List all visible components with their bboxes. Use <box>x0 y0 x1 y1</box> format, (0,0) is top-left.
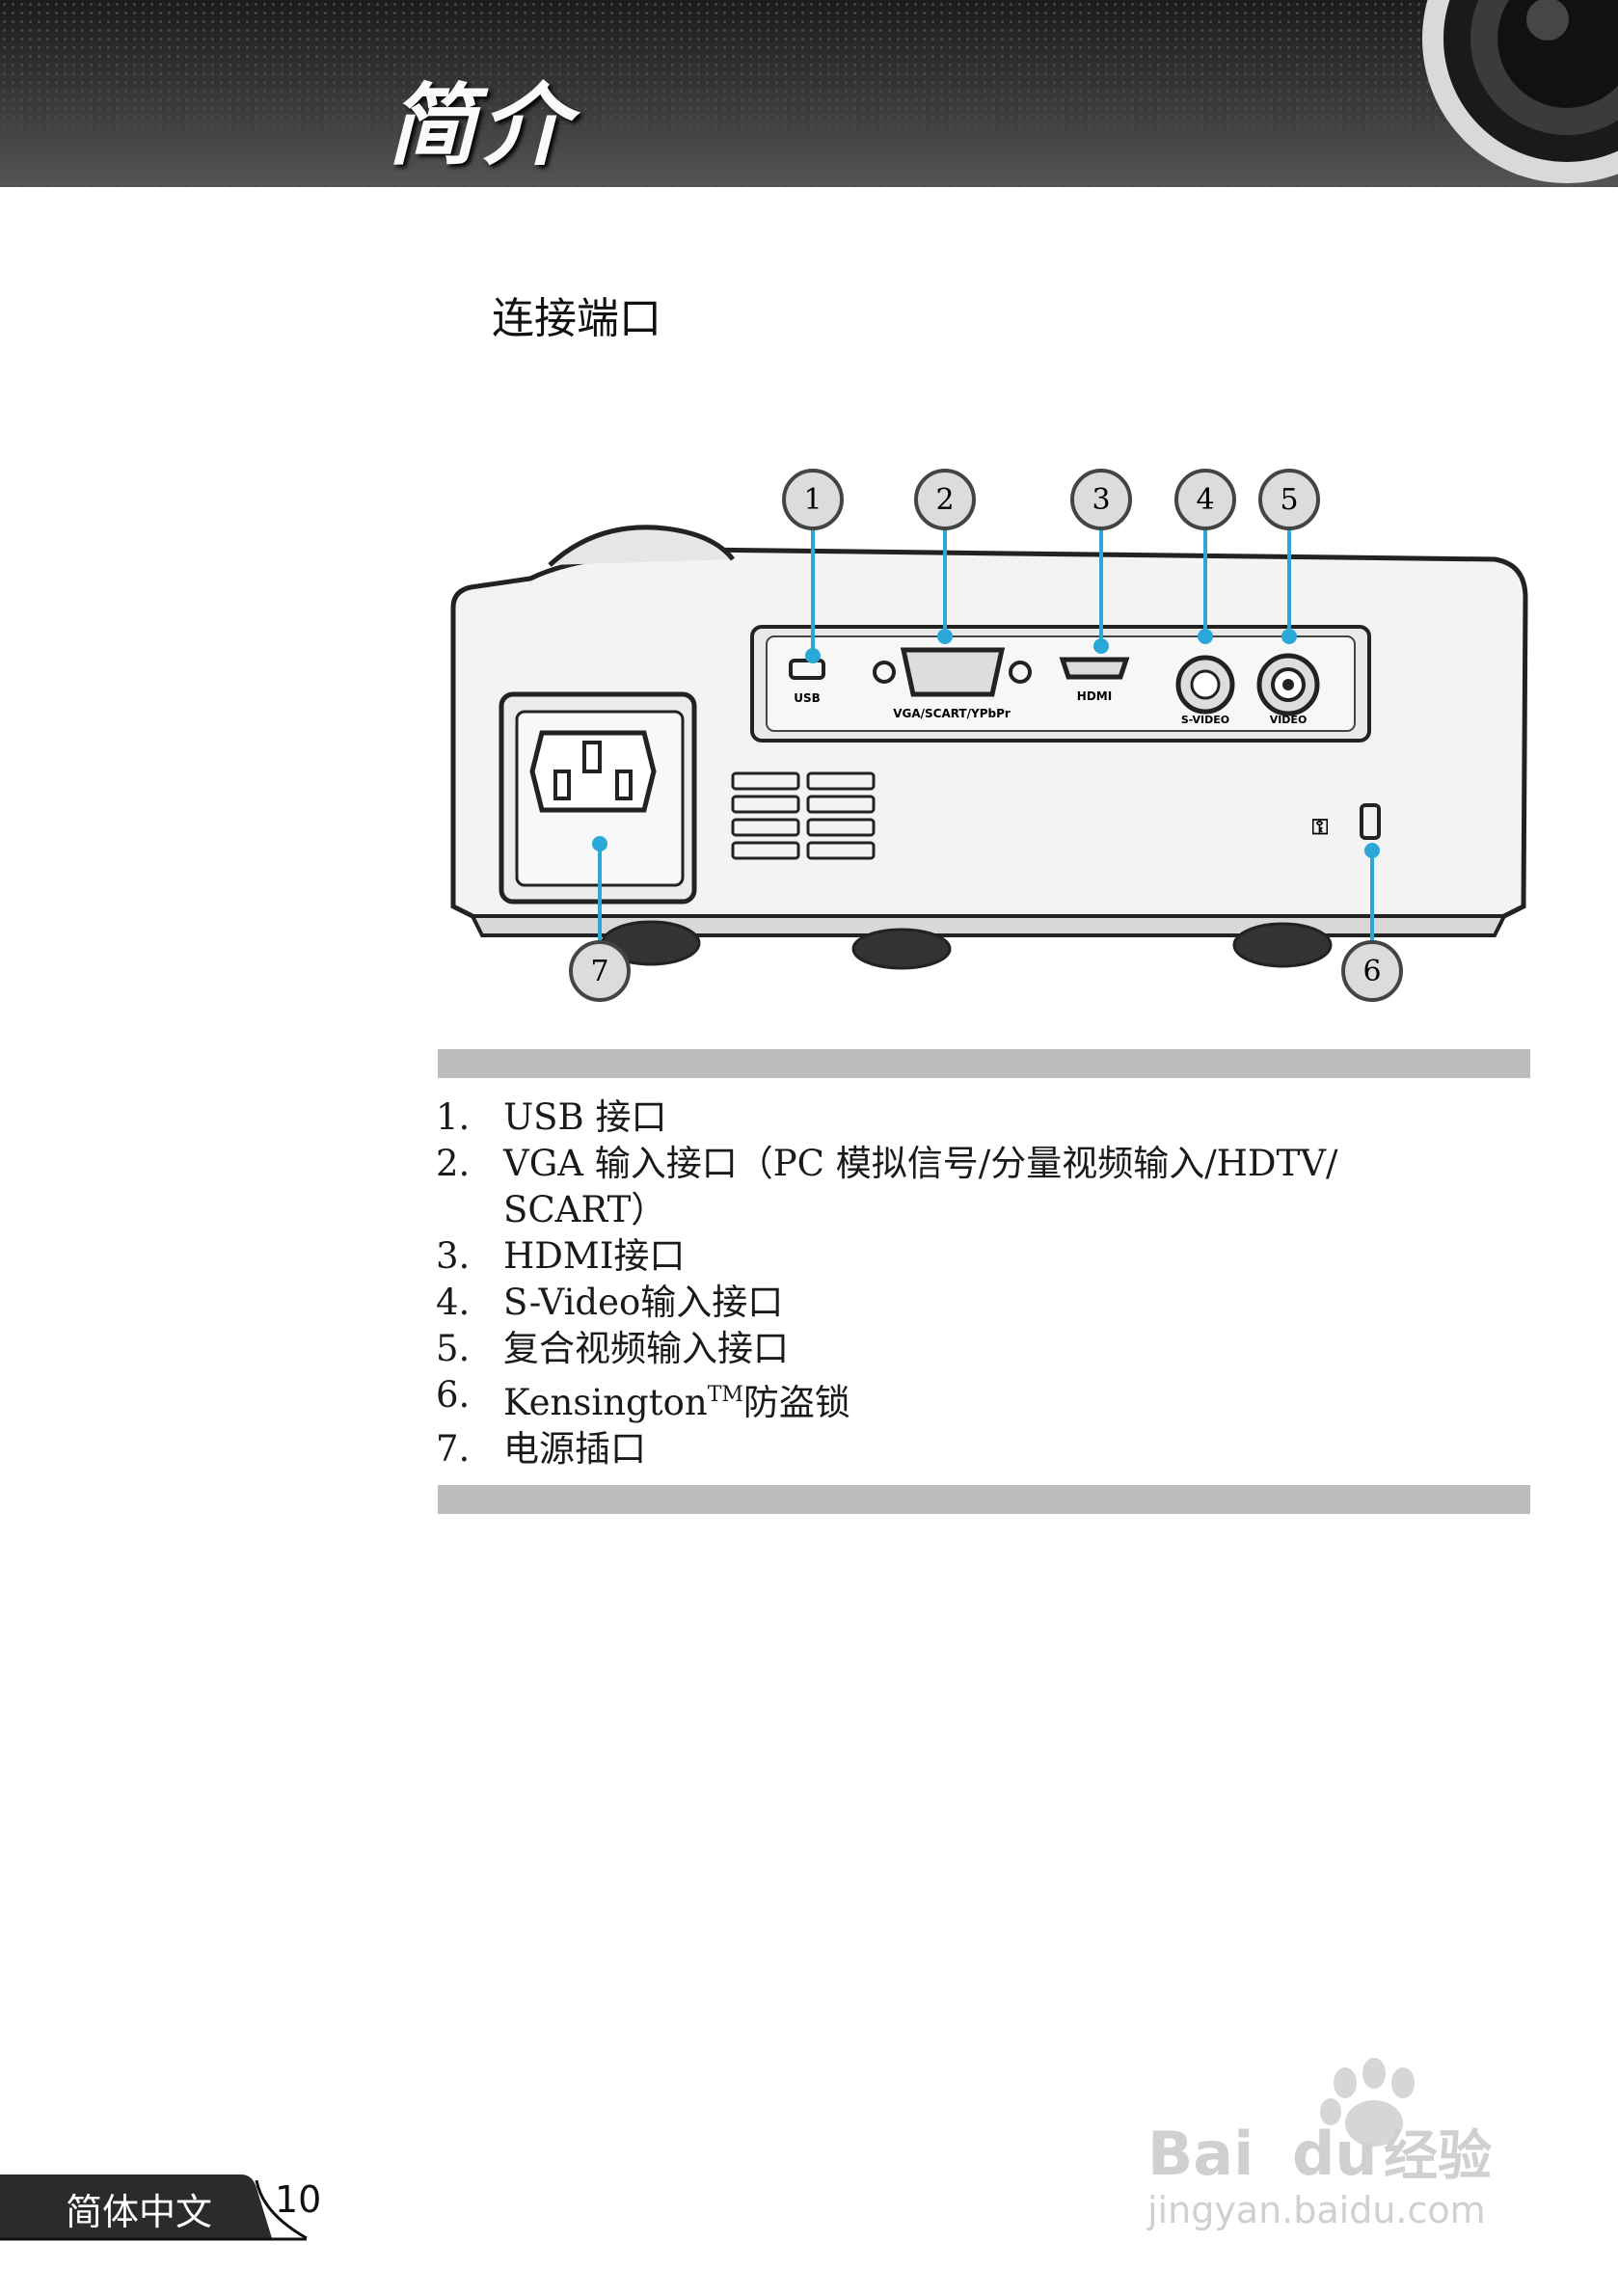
svg-text:5: 5 <box>1280 483 1298 517</box>
vga-label: VGA/SCART/YPbPr <box>893 707 1011 720</box>
video-label: VIDEO <box>1270 714 1308 726</box>
port-list: 1.USB 接口 2.VGA 输入接口（PC 模拟信号/分量视频输入/HDTV/… <box>436 1094 1535 1472</box>
callout-6: 6 <box>1341 940 1403 1002</box>
callout-1: 1 <box>782 469 844 530</box>
list-item: 2.VGA 输入接口（PC 模拟信号/分量视频输入/HDTV/SCART） <box>436 1143 1338 1230</box>
watermark-brand-cn: 经验 <box>1384 2125 1492 2188</box>
watermark-url: jingyan.baidu.com <box>1146 2189 1486 2231</box>
section-title: 连接端口 <box>492 294 661 343</box>
list-item: 4.S-Video输入接口 <box>436 1282 784 1323</box>
vga-port: VGA/SCART/YPbPr <box>873 647 1032 720</box>
list-item: 1.USB 接口 <box>436 1096 667 1138</box>
page-header: 简介 <box>0 0 1618 187</box>
video-port: VIDEO <box>1256 653 1320 726</box>
list-item: 3.HDMI接口 <box>436 1235 686 1277</box>
paw-icon <box>1320 2058 1415 2147</box>
hdmi-label: HDMI <box>1077 689 1112 703</box>
footer-language: 简体中文 <box>66 2191 213 2233</box>
vent-grille <box>731 771 876 860</box>
svg-text:6: 6 <box>1362 955 1381 988</box>
svideo-port: S-VIDEO <box>1175 655 1235 726</box>
header-pattern <box>0 0 1618 187</box>
page-number: 10 <box>275 2178 322 2221</box>
watermark-brand-2: du <box>1292 2119 1378 2189</box>
projector-rear-diagram: USB VGA/SCART/YPbPr HDMI S-VIDEO VIDEO ⚿ <box>450 469 1528 1002</box>
svg-text:7: 7 <box>590 955 608 988</box>
lens-graphic <box>1422 0 1618 183</box>
hdmi-port: HDMI <box>1059 657 1130 703</box>
usb-label: USB <box>794 691 821 705</box>
page-title: 简介 <box>388 74 574 177</box>
svg-text:3: 3 <box>1092 483 1110 517</box>
divider-bottom <box>438 1485 1530 1514</box>
callout-5: 5 <box>1258 469 1320 530</box>
callout-7: 7 <box>569 940 631 1002</box>
baidu-watermark: Bai du 经验 jingyan.baidu.com <box>1146 2058 1492 2231</box>
watermark-brand: Bai <box>1147 2119 1254 2189</box>
callout-3: 3 <box>1070 469 1132 530</box>
svg-text:1: 1 <box>803 483 822 517</box>
divider-top <box>438 1049 1530 1078</box>
svideo-label: S-VIDEO <box>1181 714 1229 726</box>
callout-2: 2 <box>914 469 976 530</box>
svg-text:4: 4 <box>1196 483 1214 517</box>
footer-tab <box>0 2174 308 2241</box>
callout-4: 4 <box>1174 469 1236 530</box>
list-item: 5.复合视频输入接口 <box>436 1328 789 1369</box>
svg-text:2: 2 <box>935 483 954 517</box>
list-item: 7.电源插口 <box>436 1428 646 1470</box>
kensington-icon: ⚿ <box>1312 816 1329 840</box>
list-item: 6.KensingtonTM防盗锁 <box>436 1374 850 1423</box>
page-footer: 简体中文 10 <box>0 2174 328 2242</box>
